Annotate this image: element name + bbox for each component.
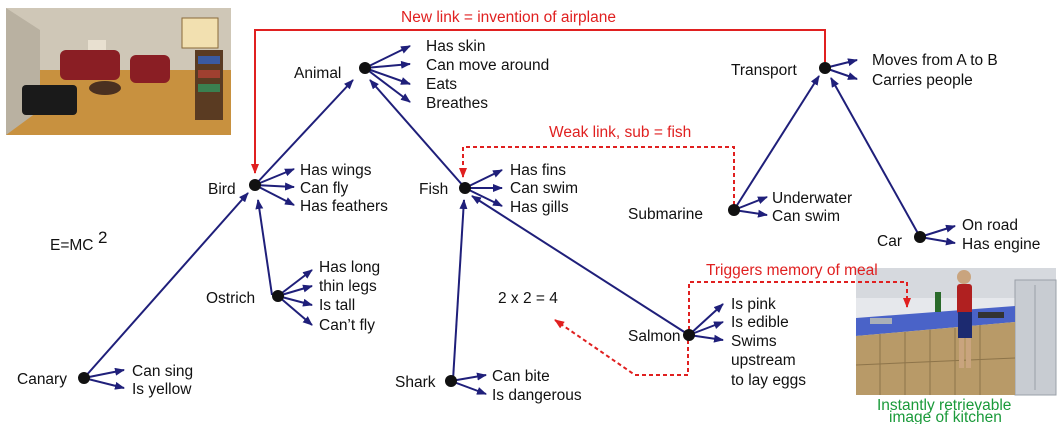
label-shark: Shark — [395, 374, 436, 391]
nodes — [78, 62, 926, 387]
red-links — [251, 29, 911, 376]
node-shark — [445, 375, 457, 387]
node-ostrich — [272, 290, 284, 302]
prop-salmon-5: to lay eggs — [731, 372, 806, 389]
prop-ostrich-2: thin legs — [319, 278, 377, 295]
node-car — [914, 231, 926, 243]
label-salmon: Salmon — [628, 328, 681, 345]
prop-submarine-2: Can swim — [772, 208, 840, 225]
kitchen-caption-line1: Instantly retrievable — [877, 397, 1011, 414]
prop-animal-1: Has skin — [426, 38, 485, 55]
prop-salmon-1: Is pink — [731, 296, 776, 313]
node-transport — [819, 62, 831, 74]
links — [83, 75, 921, 381]
prop-bird-3: Has feathers — [300, 198, 388, 215]
prop-shark-2: Is dangerous — [492, 387, 582, 404]
prop-fish-2: Can swim — [510, 180, 578, 197]
prop-car-1: On road — [962, 217, 1018, 234]
node-submarine — [728, 204, 740, 216]
annotation-triggers: Triggers memory of meal — [706, 262, 878, 279]
kitchen-caption-line2: image of kitchen — [889, 409, 1002, 424]
prop-ostrich-1: Has long — [319, 259, 380, 276]
prop-ostrich-3: Is tall — [319, 297, 355, 314]
prop-animal-3: Eats — [426, 76, 457, 93]
prop-ostrich-4: Can’t fly — [319, 317, 375, 334]
emc2-superscript: 2 — [98, 228, 107, 247]
node-animal — [359, 62, 371, 74]
label-transport: Transport — [731, 62, 797, 79]
prop-transport-1: Moves from A to B — [872, 52, 998, 69]
prop-fish-1: Has fins — [510, 162, 566, 179]
prop-fish-3: Has gills — [510, 199, 569, 216]
prop-salmon-3: Swims — [731, 333, 777, 350]
prop-animal-2: Can move around — [426, 57, 549, 74]
prop-car-2: Has engine — [962, 236, 1040, 253]
label-car: Car — [877, 233, 902, 250]
math-equation: 2 x 2 = 4 — [498, 290, 558, 307]
node-salmon — [683, 329, 695, 341]
node-canary — [78, 372, 90, 384]
node-fish — [459, 182, 471, 194]
prop-canary-2: Is yellow — [132, 381, 192, 398]
prop-salmon-4: upstream — [731, 352, 796, 369]
label-bird: Bird — [208, 181, 236, 198]
label-ostrich: Ostrich — [206, 290, 255, 307]
node-bird — [249, 179, 261, 191]
emc2-equation: E=MC — [50, 237, 94, 254]
prop-shark-1: Can bite — [492, 368, 550, 385]
living-room-image — [6, 8, 231, 135]
prop-submarine-1: Underwater — [772, 190, 852, 207]
prop-transport-2: Carries people — [872, 72, 973, 89]
prop-canary-1: Can sing — [132, 363, 193, 380]
label-fish: Fish — [419, 181, 448, 198]
annotation-weak-link: Weak link, sub = fish — [549, 124, 691, 141]
prop-bird-2: Can fly — [300, 180, 348, 197]
annotation-new-link: New link = invention of airplane — [401, 9, 616, 26]
kitchen-image — [855, 268, 1057, 396]
prop-bird-1: Has wings — [300, 162, 372, 179]
label-canary: Canary — [17, 371, 67, 388]
label-submarine: Submarine — [628, 206, 703, 223]
prop-animal-4: Breathes — [426, 95, 488, 112]
label-animal: Animal — [294, 65, 341, 82]
prop-salmon-2: Is edible — [731, 314, 789, 331]
